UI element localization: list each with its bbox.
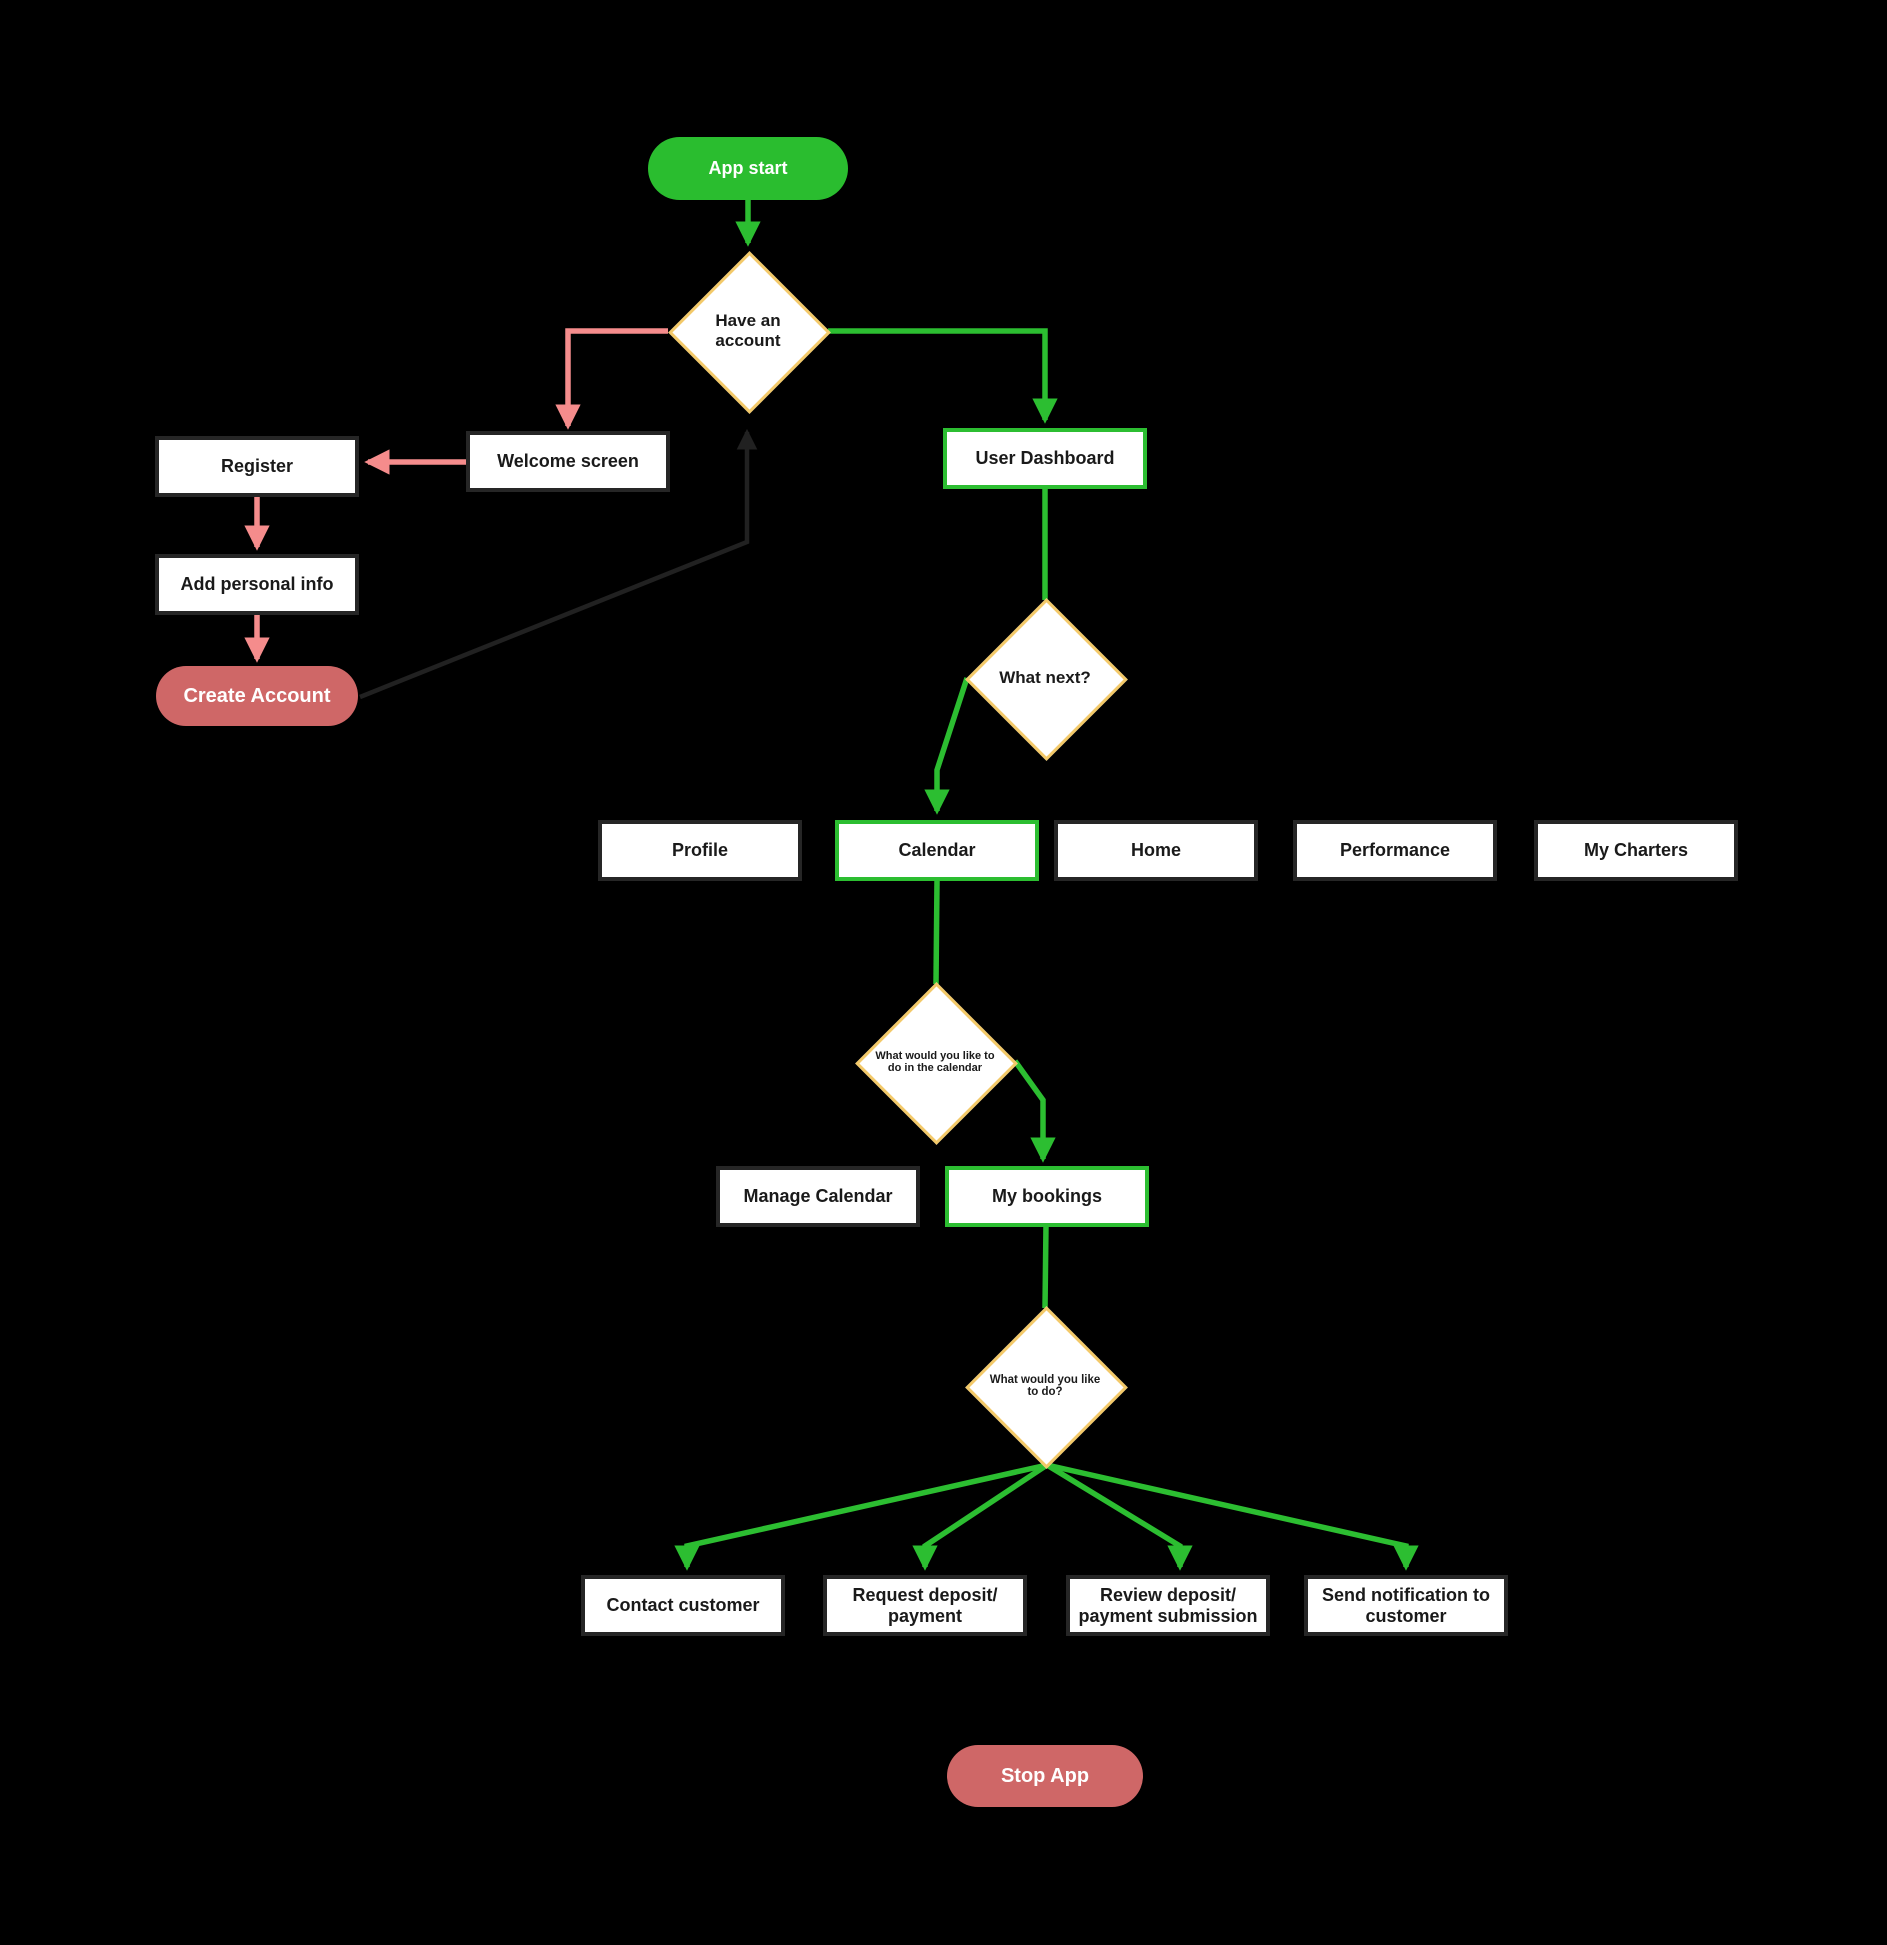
node-performance[interactable]: Performance xyxy=(1293,820,1497,881)
edge-caldecision-bookings xyxy=(1012,1059,1056,1163)
node-review-deposit-label: Review deposit/ payment submission xyxy=(1078,1584,1258,1626)
edge-whatnext-calendar xyxy=(924,677,970,815)
node-add-personal-info[interactable]: Add personal info xyxy=(155,554,359,615)
node-create-account[interactable]: Create Account xyxy=(156,666,358,726)
edge-bookings-bookdecision xyxy=(1042,1224,1049,1309)
node-profile[interactable]: Profile xyxy=(598,820,802,881)
edge-haveaccount-dashboard xyxy=(828,328,1058,424)
node-app-start[interactable]: App start xyxy=(648,137,848,200)
node-my-bookings[interactable]: My bookings xyxy=(945,1166,1149,1227)
node-add-personal-info-label: Add personal info xyxy=(180,574,334,595)
node-contact-customer-label: Contact customer xyxy=(606,1595,760,1616)
node-decision-calendar-label: What would you like to do in the calenda… xyxy=(875,1050,995,1074)
node-decision-have-account[interactable]: Have an account xyxy=(668,251,831,414)
node-stop-app[interactable]: Stop App xyxy=(947,1745,1143,1807)
node-manage-calendar[interactable]: Manage Calendar xyxy=(716,1166,920,1227)
node-send-notification[interactable]: Send notification to customer xyxy=(1304,1575,1508,1636)
node-my-charters-label: My Charters xyxy=(1583,840,1689,861)
edge-bookdecision-contact xyxy=(674,1462,1048,1571)
node-welcome-screen[interactable]: Welcome screen xyxy=(466,431,670,492)
node-calendar[interactable]: Calendar xyxy=(835,820,1039,881)
node-decision-bookings-label: What would you like to do? xyxy=(989,1374,1101,1398)
node-decision-have-account-label: Have an account xyxy=(715,311,781,350)
node-user-dashboard[interactable]: User Dashboard xyxy=(943,428,1147,489)
node-user-dashboard-label: User Dashboard xyxy=(975,448,1115,469)
node-register-label: Register xyxy=(220,456,294,477)
node-request-deposit-label: Request deposit/ payment xyxy=(852,1584,998,1626)
node-profile-label: Profile xyxy=(671,840,728,861)
node-decision-what-next-label: What next? xyxy=(999,668,1091,687)
node-decision-what-next[interactable]: What next? xyxy=(965,598,1128,761)
node-send-notification-label: Send notification to customer xyxy=(1322,1584,1490,1626)
node-decision-calendar[interactable]: What would you like to do in the calenda… xyxy=(855,982,1018,1145)
node-my-charters[interactable]: My Charters xyxy=(1534,820,1738,881)
node-contact-customer[interactable]: Contact customer xyxy=(581,1575,785,1636)
node-register[interactable]: Register xyxy=(155,436,359,497)
node-review-deposit[interactable]: Review deposit/ payment submission xyxy=(1066,1575,1270,1636)
node-calendar-label: Calendar xyxy=(898,840,976,861)
node-app-start-label: App start xyxy=(708,158,788,178)
node-request-deposit[interactable]: Request deposit/ payment xyxy=(823,1575,1027,1636)
node-performance-label: Performance xyxy=(1339,840,1451,861)
edge-calendar-caldecision xyxy=(933,880,940,985)
node-welcome-screen-label: Welcome screen xyxy=(497,451,639,472)
node-manage-calendar-label: Manage Calendar xyxy=(743,1186,893,1207)
edge-bookdecision-request xyxy=(912,1462,1049,1571)
edge-haveaccount-welcome xyxy=(555,328,668,430)
node-decision-bookings[interactable]: What would you like to do? xyxy=(965,1306,1128,1469)
edge-bookdecision-review xyxy=(1045,1462,1193,1571)
edge-bookdecision-send xyxy=(1046,1462,1419,1571)
node-home-label: Home xyxy=(1130,840,1181,861)
node-stop-app-label: Stop App xyxy=(1000,1764,1090,1787)
node-create-account-label: Create Account xyxy=(183,684,331,707)
node-home[interactable]: Home xyxy=(1054,820,1258,881)
node-my-bookings-label: My bookings xyxy=(991,1186,1102,1207)
